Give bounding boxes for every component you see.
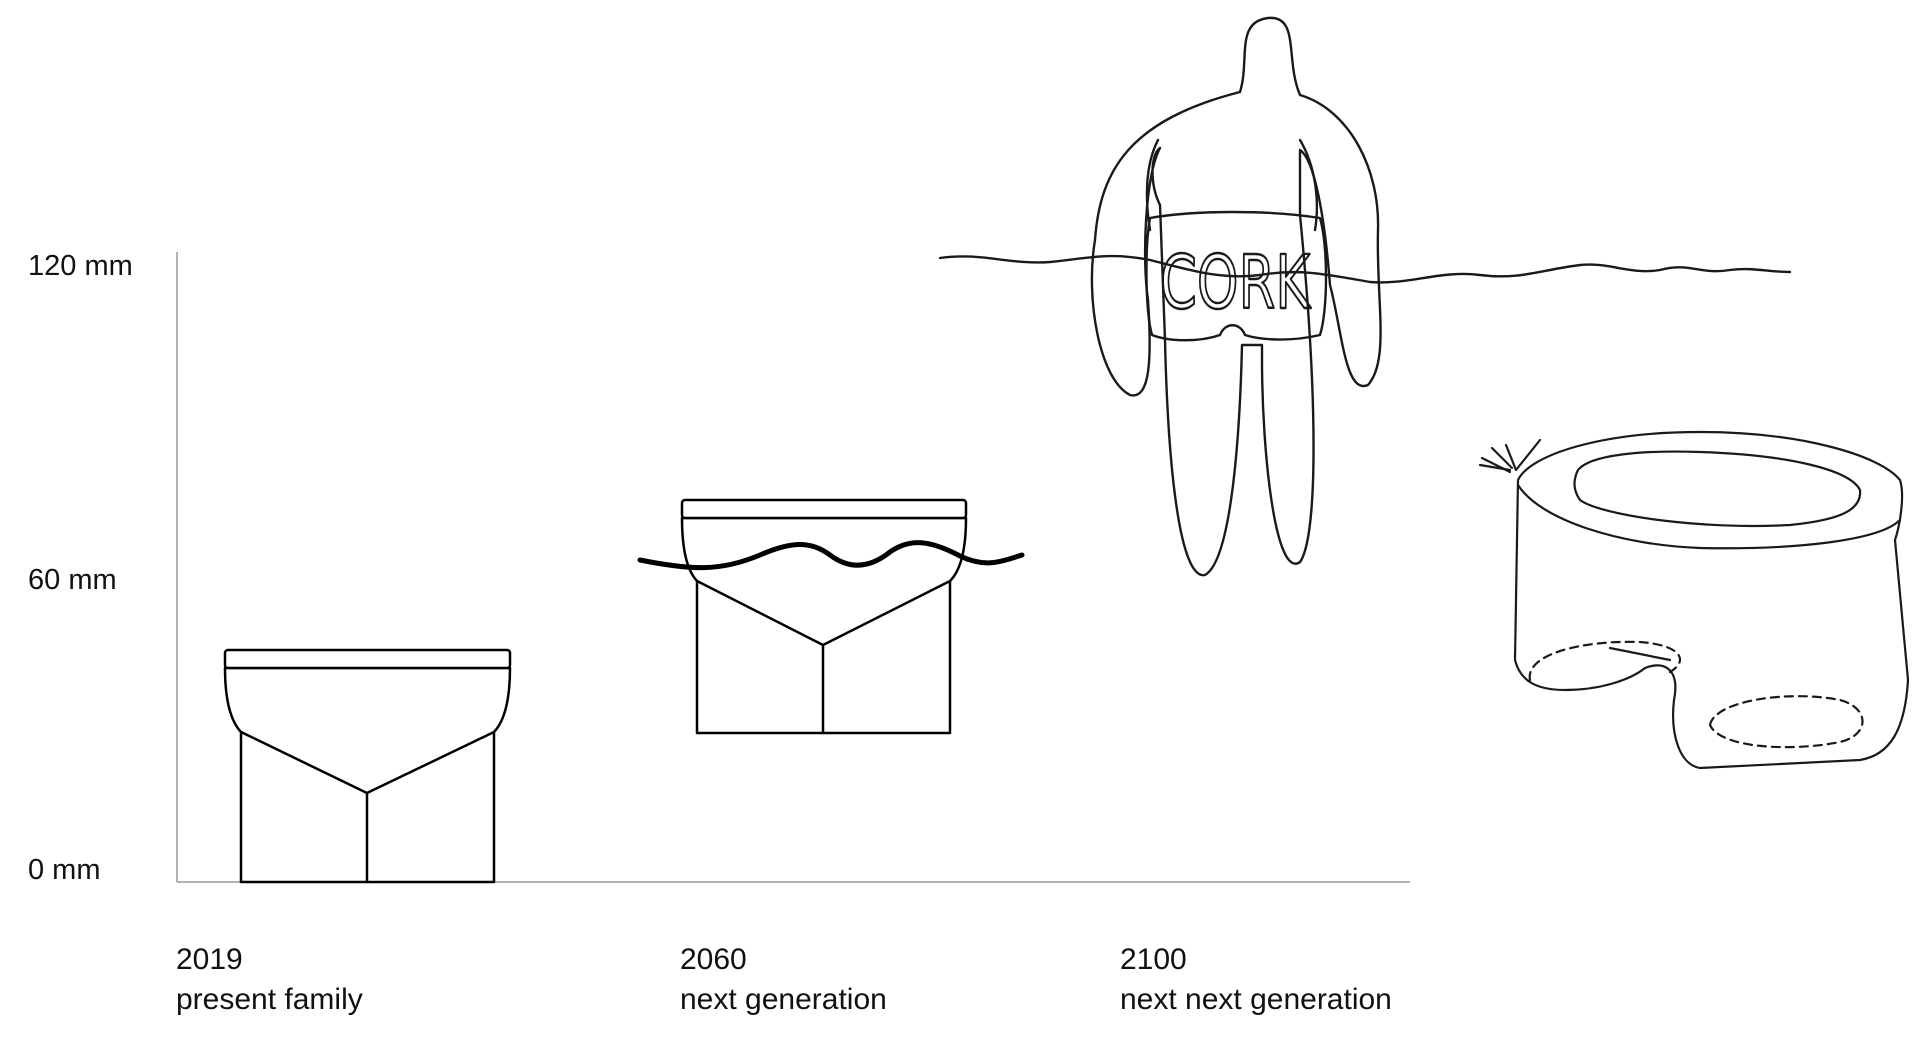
era-2019: 2019 present family: [176, 940, 363, 1020]
era-2100: 2100 next next generation: [1120, 940, 1392, 1020]
water-line-2060: [637, 540, 1025, 571]
stool-2019: [223, 648, 512, 884]
era-2100-caption: next next generation: [1120, 983, 1392, 1016]
stool-2019-bowl: [223, 666, 512, 795]
y-tick-label-0: 0 mm: [28, 854, 101, 886]
water-line-2100: [938, 254, 1792, 284]
era-2060-caption: next generation: [680, 983, 887, 1016]
cork-stool-sketch: [1478, 430, 1910, 770]
pointer-arrow: [1490, 446, 1514, 470]
era-2019-year: 2019: [176, 943, 243, 976]
cork-belt: [1145, 210, 1328, 342]
era-2100-year: 2100: [1120, 943, 1187, 976]
era-2060: 2060 next generation: [680, 940, 887, 1020]
stool-2060: [637, 498, 1025, 735]
person-with-cork-belt-sketch: CORK: [938, 16, 1792, 577]
y-tick-label-60: 60 mm: [28, 564, 117, 596]
y-tick-label-120: 120 mm: [28, 250, 133, 282]
cork-belt-label: CORK: [1160, 240, 1312, 326]
stool-2060-seat: [680, 498, 968, 520]
cork-stool-seat-oval: [1573, 450, 1862, 528]
cork-stool-outline: [1513, 430, 1910, 770]
era-2060-year: 2060: [680, 943, 747, 976]
era-2019-caption: present family: [176, 983, 363, 1016]
stool-2019-seat: [223, 648, 512, 670]
